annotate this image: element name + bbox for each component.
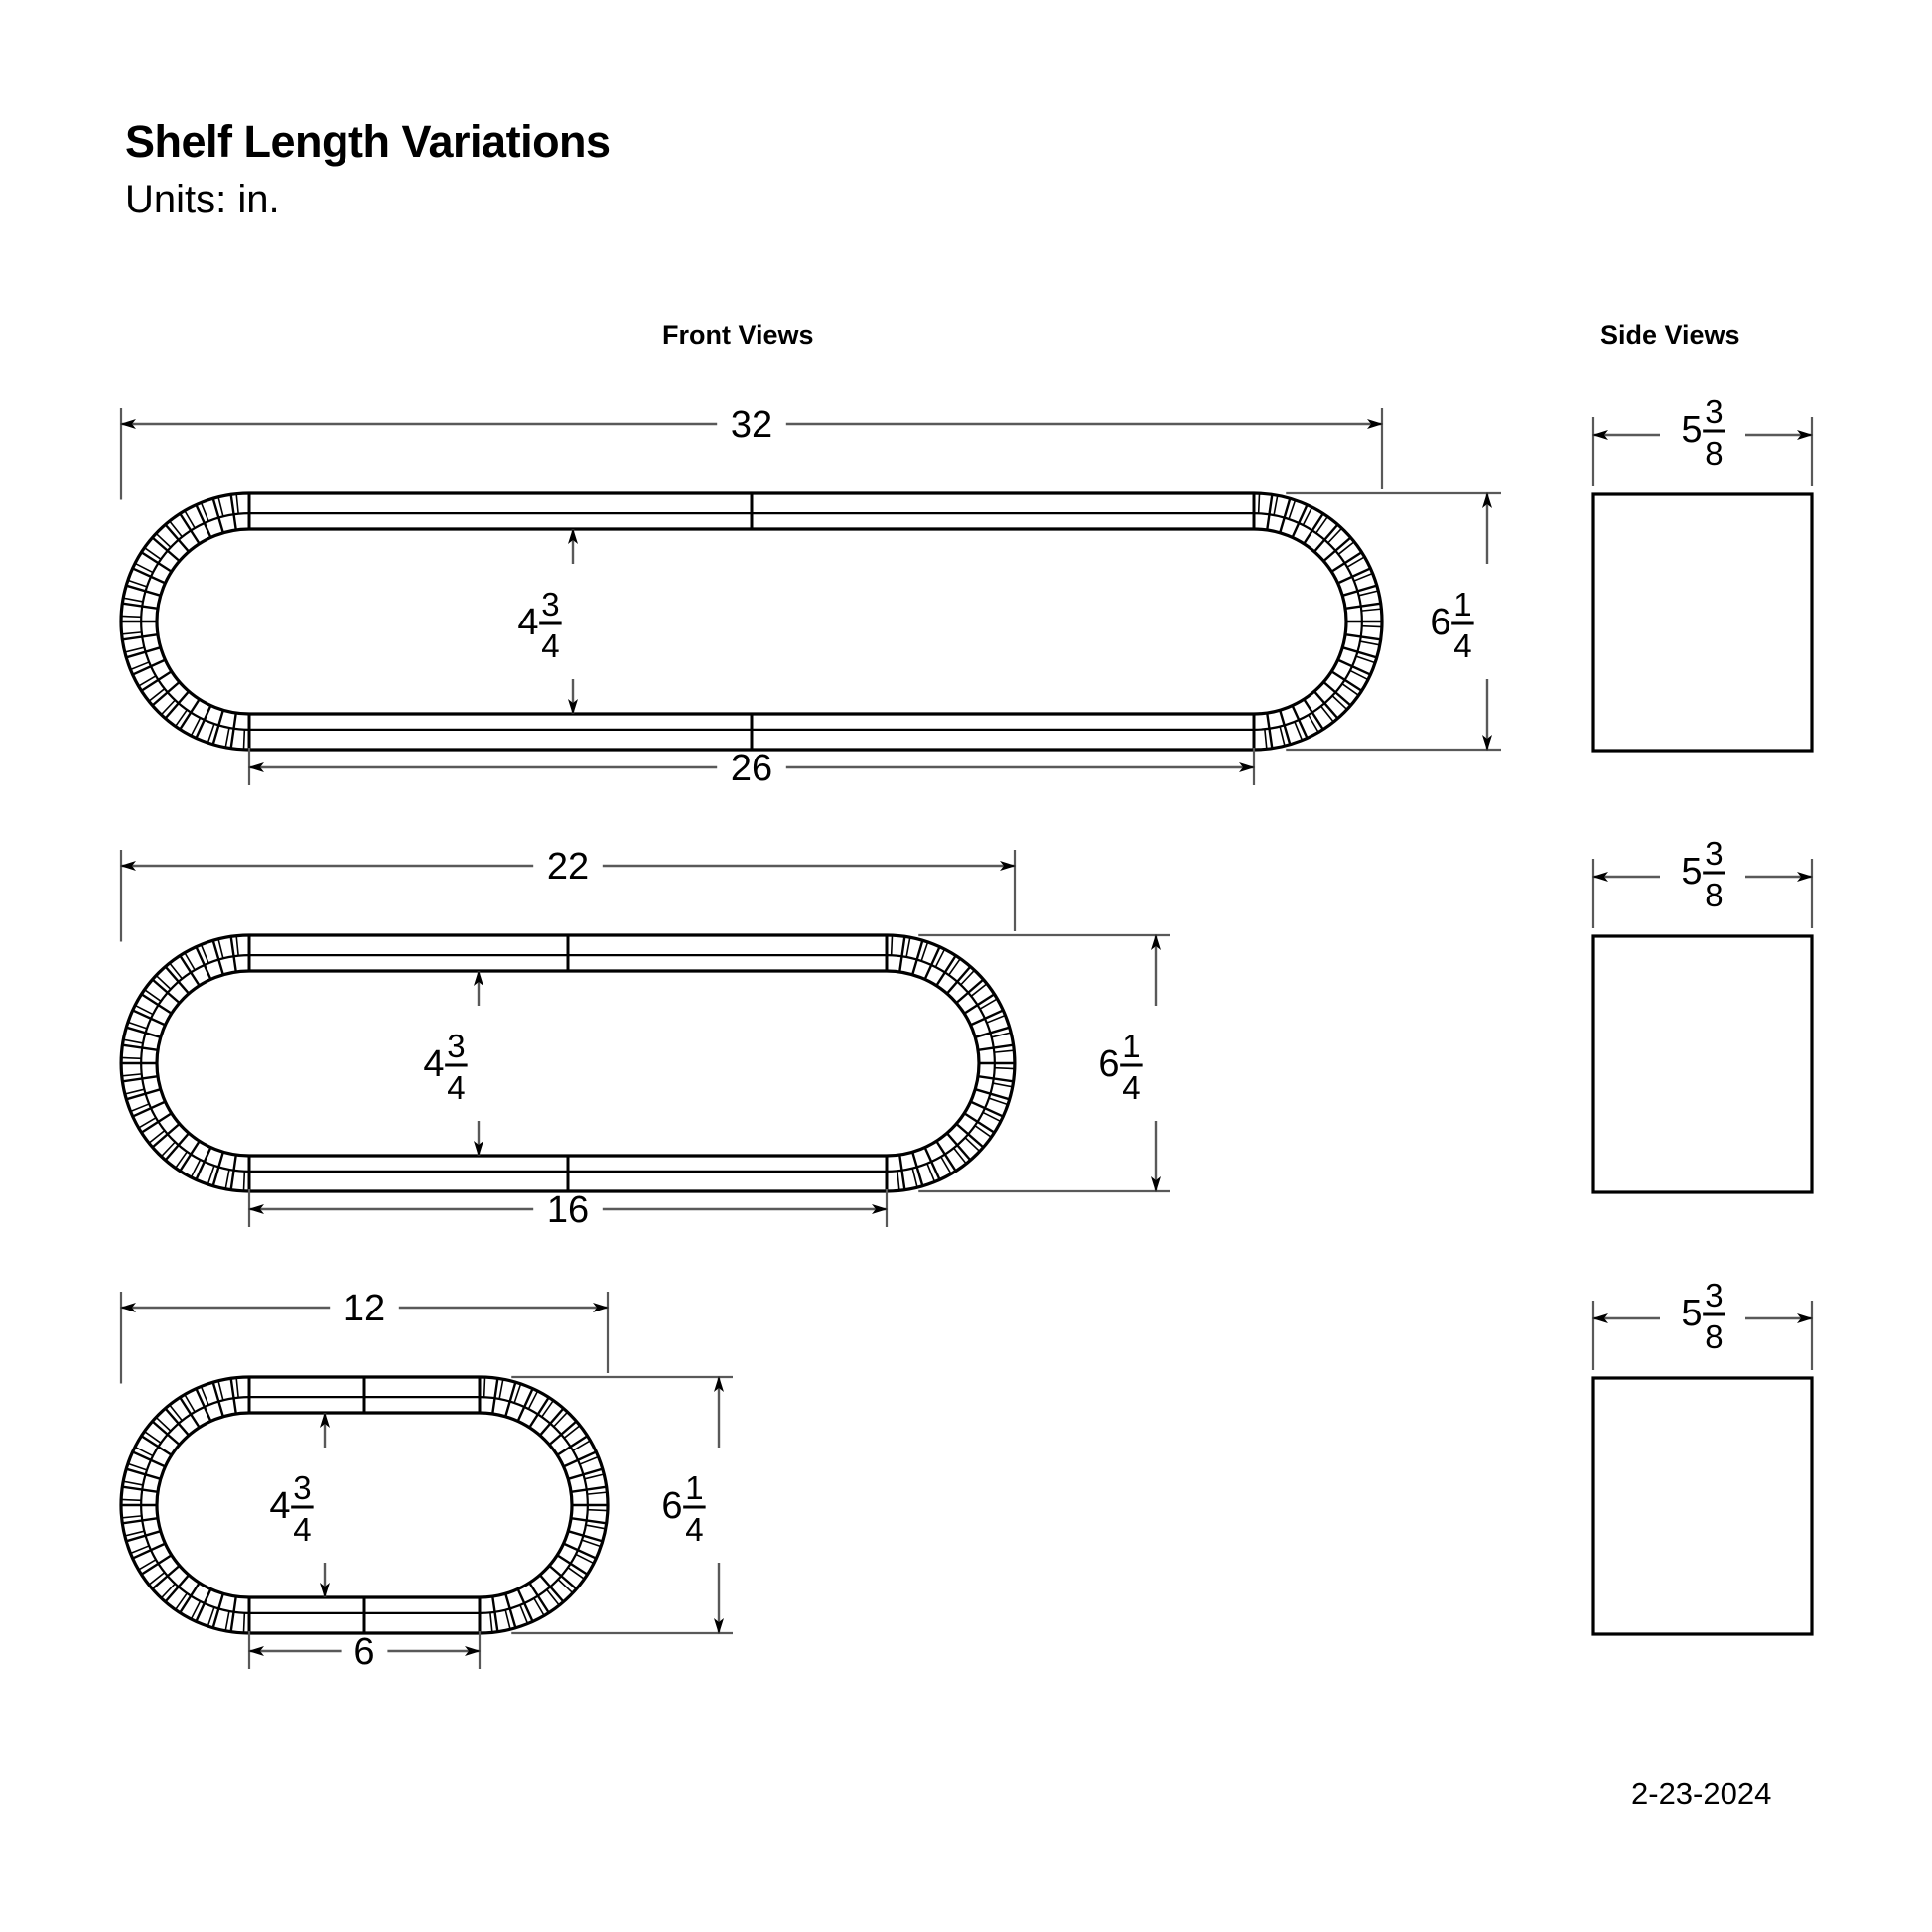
title-block: Shelf Length Variations Units: in. xyxy=(125,119,611,219)
svg-text:8: 8 xyxy=(1705,877,1723,913)
svg-text:3: 3 xyxy=(1705,1277,1723,1313)
date-stamp: 2-23-2024 xyxy=(1631,1776,1772,1811)
side-views-header: Side Views xyxy=(1600,320,1740,349)
svg-text:4: 4 xyxy=(1453,627,1471,664)
side-views-group xyxy=(1591,492,1814,1636)
svg-text:16: 16 xyxy=(547,1189,589,1231)
dimension-inner-length-2: 6 xyxy=(353,1631,374,1673)
svg-text:1: 1 xyxy=(1453,586,1471,622)
front-views-group xyxy=(119,491,1384,1635)
svg-text:6: 6 xyxy=(1430,602,1450,643)
svg-text:4: 4 xyxy=(447,1069,465,1106)
dimension-overall-length-0: 32 xyxy=(731,404,772,446)
svg-text:8: 8 xyxy=(1705,1318,1723,1355)
svg-text:1: 1 xyxy=(1122,1028,1140,1064)
svg-text:3: 3 xyxy=(541,586,559,622)
svg-text:22: 22 xyxy=(547,846,589,888)
svg-text:3: 3 xyxy=(293,1469,311,1506)
svg-text:4: 4 xyxy=(685,1511,703,1548)
svg-text:3: 3 xyxy=(1705,835,1723,872)
page-title: Shelf Length Variations xyxy=(125,116,611,167)
shelf-front-view-1 xyxy=(119,933,1017,1193)
svg-text:32: 32 xyxy=(731,404,772,446)
front-views-header: Front Views xyxy=(662,320,814,349)
dimension-overall-length-2: 12 xyxy=(344,1288,385,1329)
svg-text:4: 4 xyxy=(541,627,559,664)
dimension-inner-length-1: 16 xyxy=(547,1189,589,1231)
svg-text:3: 3 xyxy=(447,1028,465,1064)
svg-text:26: 26 xyxy=(731,748,772,789)
shelf-side-view-2 xyxy=(1591,1376,1814,1636)
shelf-front-view-2 xyxy=(119,1375,610,1635)
svg-text:1: 1 xyxy=(685,1469,703,1506)
shelf-side-view-1 xyxy=(1591,934,1814,1194)
shelf-side-view-0 xyxy=(1591,492,1814,753)
svg-text:6: 6 xyxy=(661,1485,682,1527)
svg-text:4: 4 xyxy=(1122,1069,1140,1106)
svg-text:6: 6 xyxy=(1098,1043,1119,1085)
svg-text:3: 3 xyxy=(1705,393,1723,430)
svg-text:5: 5 xyxy=(1681,851,1702,893)
svg-text:4: 4 xyxy=(517,602,538,643)
svg-text:6: 6 xyxy=(353,1631,374,1673)
dimension-overall-length-1: 22 xyxy=(547,846,589,888)
svg-text:5: 5 xyxy=(1681,409,1702,451)
svg-text:12: 12 xyxy=(344,1288,385,1329)
svg-text:8: 8 xyxy=(1705,435,1723,472)
svg-text:4: 4 xyxy=(293,1511,311,1548)
svg-text:4: 4 xyxy=(423,1043,444,1085)
dimension-inner-length-0: 26 xyxy=(731,748,772,789)
svg-text:4: 4 xyxy=(269,1485,290,1527)
units-label: Units: in. xyxy=(125,178,280,221)
shelf-front-view-0 xyxy=(119,491,1384,752)
svg-text:5: 5 xyxy=(1681,1293,1702,1334)
